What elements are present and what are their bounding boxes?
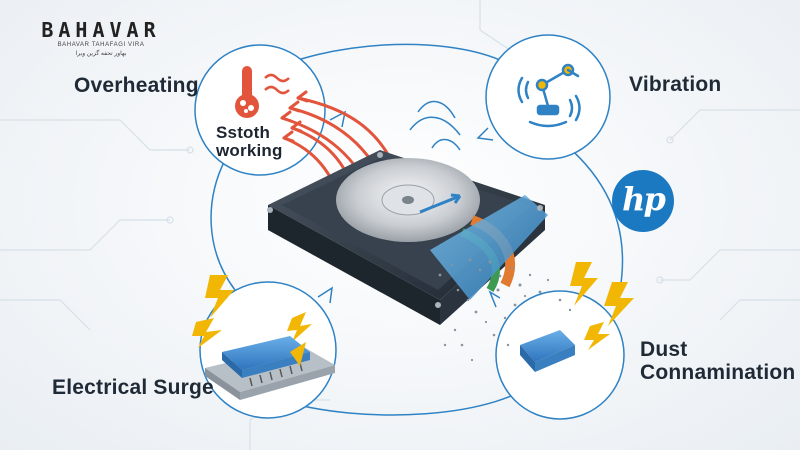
label-dust-line1: Dust — [640, 338, 688, 361]
dust-particles — [438, 258, 572, 362]
label-electrical-surge: Electrical Surge — [52, 376, 214, 399]
lightning-icon — [192, 262, 634, 350]
logo-tagline: BAHAVAR TAHAFAGI VIRA — [57, 42, 145, 48]
chip-icon — [205, 336, 335, 400]
thermometer-icon — [235, 66, 290, 118]
logo-tagline-fa: بهاور تحفه گزین ویرا — [75, 51, 127, 57]
label-stooth-line1: Sstoth — [216, 123, 271, 142]
hp-logo-text: hp — [622, 180, 666, 218]
label-dust-line2: Connamination — [640, 361, 796, 384]
robot-arm-icon — [517, 63, 581, 128]
hp-logo: hp — [612, 170, 674, 232]
label-overheating: Overheating — [74, 74, 199, 97]
hdd-icon — [267, 150, 548, 325]
label-vibration: Vibration — [629, 73, 722, 96]
logo-brand-text: BAHAVAR — [41, 18, 161, 42]
label-stooth-line2: working — [216, 141, 283, 160]
dust-module-icon — [520, 330, 575, 372]
vibration-waves — [409, 100, 461, 151]
vibration-circle — [485, 34, 611, 160]
label-stooth-working: Sstoth working — [216, 124, 283, 160]
brand-logo: BAHAVAR BAHAVAR TAHAFAGI VIRA بهاور تحفه… — [16, 18, 186, 68]
